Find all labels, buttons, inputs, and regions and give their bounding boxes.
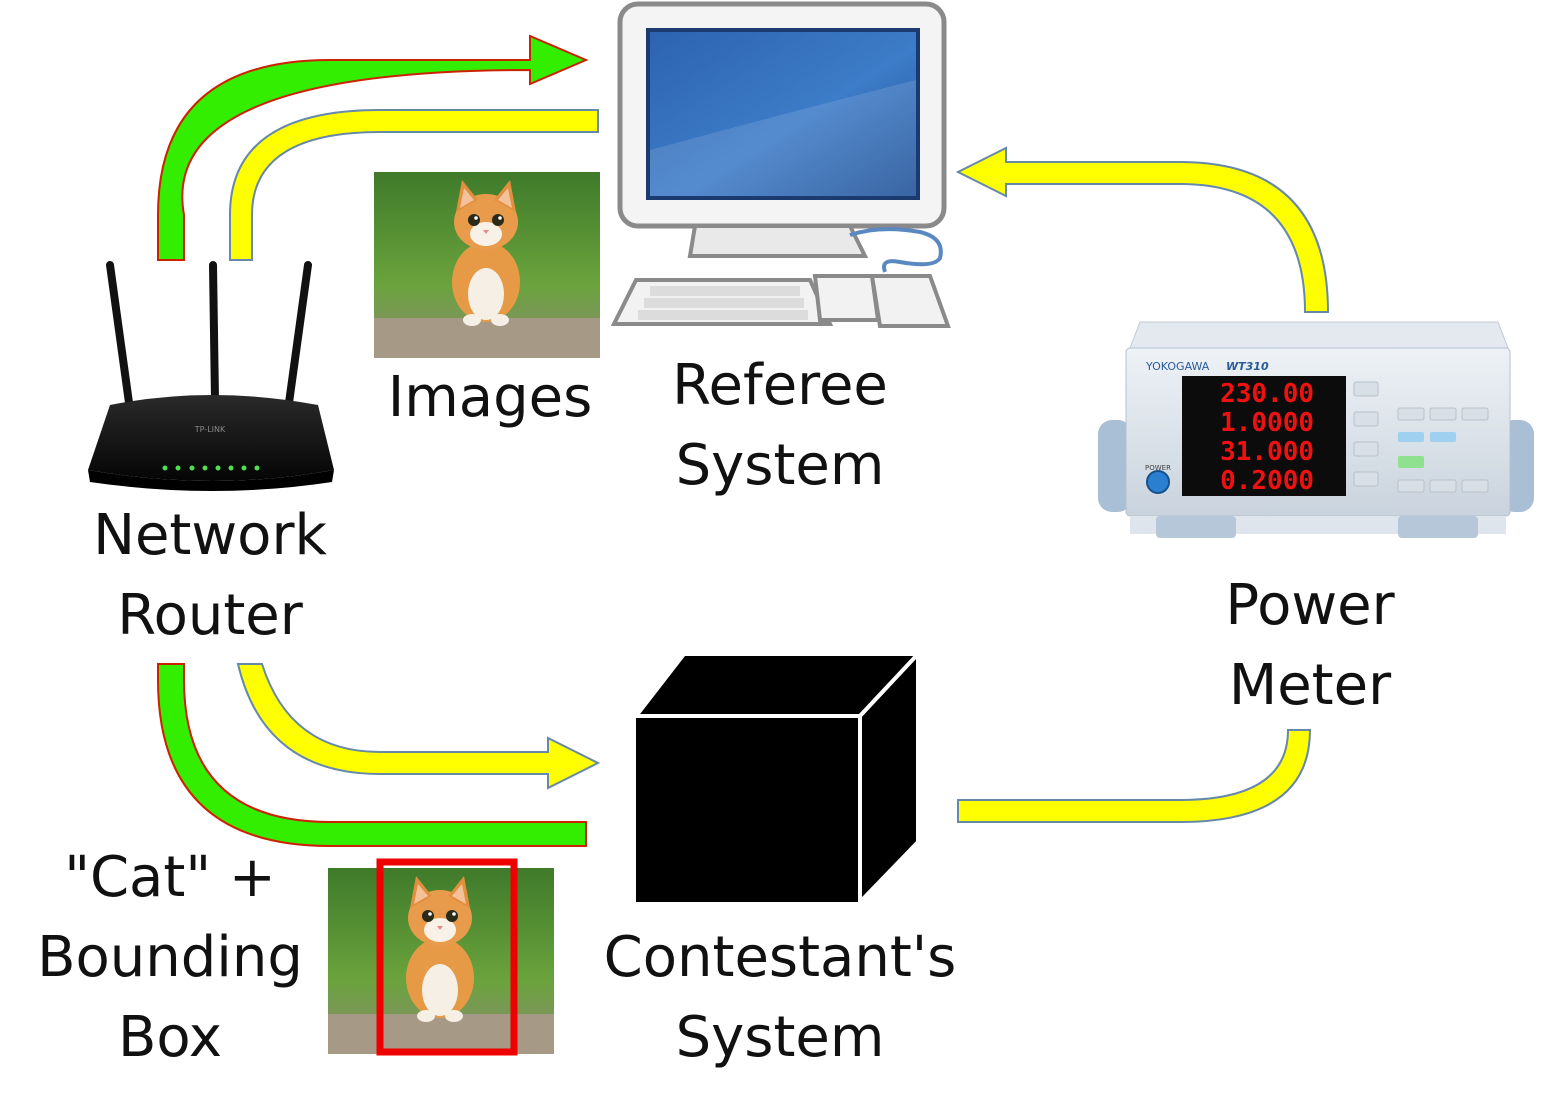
kitten-photo-with-bounding-box bbox=[328, 858, 554, 1056]
data-arrow-referee-to-router bbox=[229, 109, 599, 261]
kitten-photo bbox=[374, 172, 600, 358]
network-router-label: Network Router bbox=[93, 503, 327, 648]
power-meter-icon: YOKOGAWA WT310 230.00 1.0000 31.000 0.20… bbox=[1098, 321, 1534, 538]
bounding-box bbox=[376, 858, 518, 1056]
meter-reading-voltage: 230.00 bbox=[1220, 379, 1314, 409]
network-router-icon: TP-LINK bbox=[88, 261, 334, 491]
request-arrow-router-to-referee bbox=[157, 34, 589, 261]
power-meter-label: Power Meter bbox=[1225, 573, 1395, 718]
meter-brand-text: YOKOGAWA bbox=[1145, 360, 1210, 373]
referee-computer-icon bbox=[610, 1, 951, 328]
cat-bounding-box-label: "Cat" + Bounding Box bbox=[37, 845, 303, 1070]
meter-model-text: WT310 bbox=[1226, 360, 1269, 373]
contestant-system-label: Contestant's System bbox=[603, 925, 957, 1070]
meter-reading-current: 1.0000 bbox=[1220, 408, 1314, 438]
meter-reading-factor: 0.2000 bbox=[1220, 466, 1314, 496]
router-brand-text: TP-LINK bbox=[194, 425, 226, 434]
contestant-system-cube bbox=[634, 652, 920, 904]
request-arrow-contestant-to-router bbox=[157, 663, 587, 847]
data-arrow-router-to-contestant bbox=[236, 663, 601, 790]
data-arrow-powermeter-to-referee bbox=[955, 146, 1330, 313]
referee-system-label: Referee System bbox=[672, 353, 888, 498]
data-arrow-contestant-to-powermeter bbox=[957, 729, 1312, 823]
meter-reading-power: 31.000 bbox=[1220, 437, 1314, 467]
meter-power-label: POWER bbox=[1145, 464, 1171, 472]
images-label: Images bbox=[387, 365, 593, 430]
